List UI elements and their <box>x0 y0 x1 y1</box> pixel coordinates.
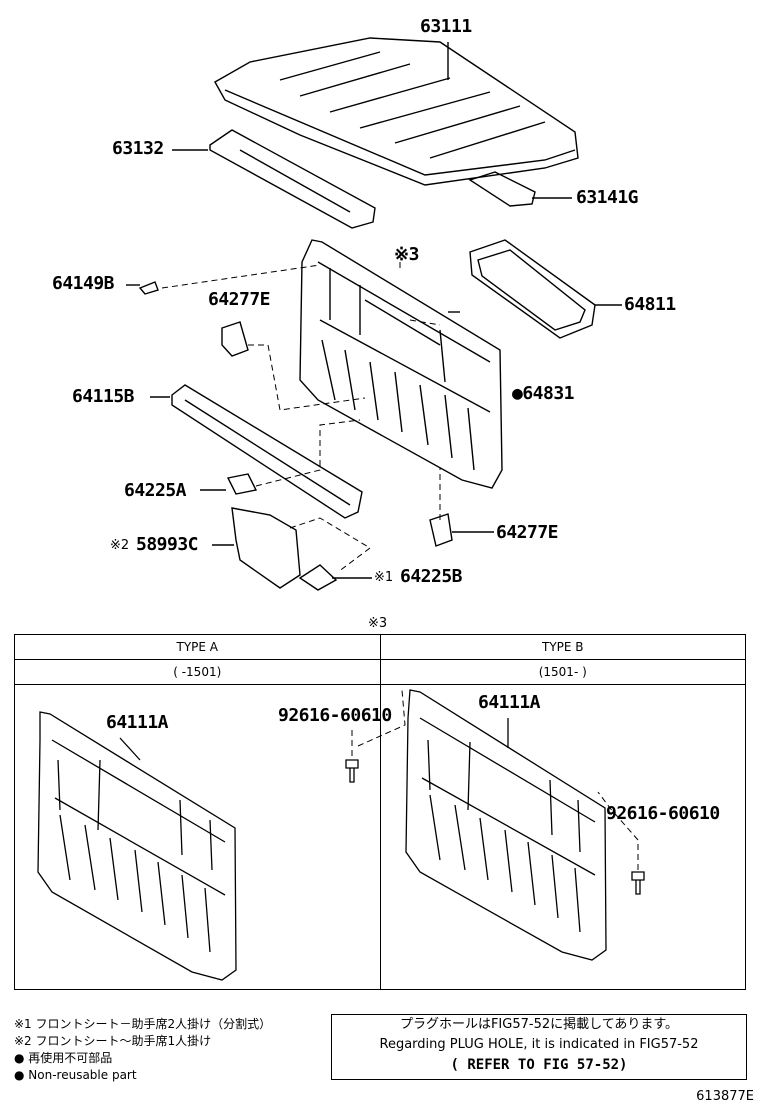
roof-panel <box>214 37 579 186</box>
back-panel-lower-member <box>171 384 363 519</box>
part-label-64277e-top: 64277E <box>208 289 271 310</box>
part-label-63111: 63111 <box>420 16 472 37</box>
part-label-63132: 63132 <box>112 138 164 159</box>
footnote-4: ● Non-reusable part <box>14 1068 137 1082</box>
roof-front-rail <box>209 129 376 229</box>
back-window-glass <box>469 239 596 339</box>
type-a-header: TYPE A <box>14 634 381 660</box>
footnote-2: ※2 フロントシート～助手席1人掛け <box>14 1034 212 1048</box>
back-window-weatherstrip <box>477 249 586 331</box>
type-table: TYPE A TYPE B ( -1501) (1501- ) <box>14 634 746 990</box>
type-a-cell <box>14 684 381 990</box>
bolt-label-2: 92616-60610 <box>606 803 720 824</box>
roof-rear-rail <box>468 171 536 207</box>
part-label-63141g: 63141G <box>576 187 639 208</box>
type-a-range: ( -1501) <box>14 659 381 685</box>
type-b-header: TYPE B <box>379 634 746 660</box>
part-label-64277e-bottom: 64277E <box>496 522 559 543</box>
plug-hole-jp: プラグホールはFIG57-52に掲載してあります。 <box>399 1017 679 1032</box>
footnote-1: ※1 フロントシート－助手席2人掛け（分割式） <box>14 1017 272 1031</box>
part-label-64115b: 64115B <box>72 386 135 407</box>
note-mark-2: ※2 <box>110 538 130 553</box>
part-label-64811: 64811 <box>624 294 676 315</box>
part-label-64225a: 64225A <box>124 480 187 501</box>
plug-hole-ref: ( REFER TO FIG 57-52) <box>450 1057 628 1073</box>
part-label-64831: ●64831 <box>512 383 575 404</box>
seat-belt-bracket <box>231 507 301 589</box>
plug-hole-en: Regarding PLUG HOLE, it is indicated in … <box>379 1037 699 1052</box>
back-panel <box>299 239 503 489</box>
footnotes: ※1 フロントシート－助手席2人掛け（分割式） ※2 フロントシート～助手席1人… <box>14 1016 271 1084</box>
figure-code: 613877E <box>696 1089 754 1104</box>
part-label-64149b: 64149B <box>52 273 115 294</box>
part-label-64111a-type-b: 64111A <box>478 692 541 713</box>
part-label-64225b: 64225B <box>400 566 463 587</box>
note-mark-1: ※1 <box>374 570 394 585</box>
footnote-3: ● 再使用不可部品 <box>14 1051 113 1065</box>
plug-hole-notice: プラグホールはFIG57-52に掲載してあります。 Regarding PLUG… <box>331 1014 747 1080</box>
part-label-58993c: 58993C <box>136 534 199 555</box>
bolt-label-1: 92616-60610 <box>278 705 392 726</box>
type-b-range: (1501- ) <box>379 659 746 685</box>
table-ref-mark: ※3 <box>368 616 388 631</box>
part-label-64111a-type-a: 64111A <box>106 712 169 733</box>
type-b-cell <box>379 684 746 990</box>
ref-mark-3: ※3 <box>394 244 419 265</box>
